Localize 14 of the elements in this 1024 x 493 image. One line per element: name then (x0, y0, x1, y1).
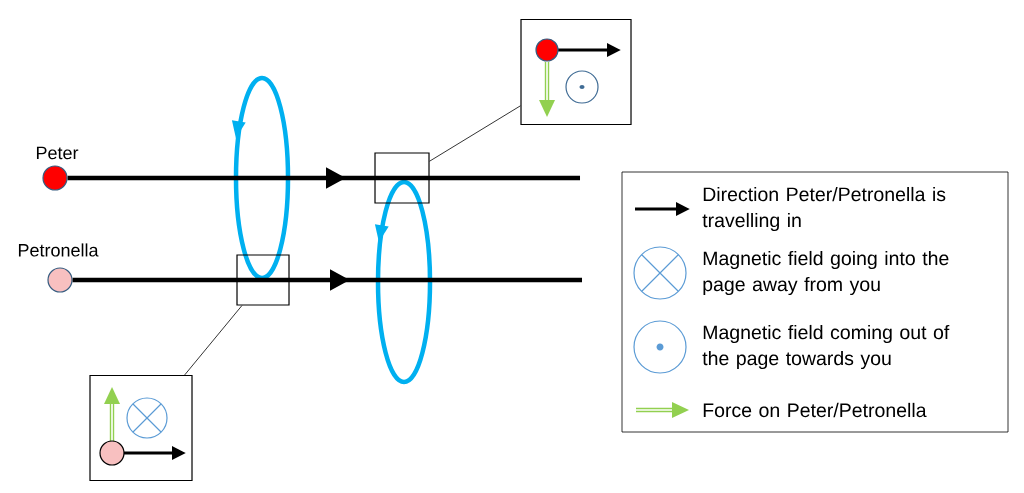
name-label: Petronella (18, 243, 99, 257)
leader-line (184, 305, 243, 376)
legend-text: Force on Peter/Petronella (703, 402, 927, 418)
person-dot (42, 165, 68, 191)
zoom-frame (374, 152, 430, 204)
legend-text: Direction Peter/Petronella is travelling in (702, 186, 946, 232)
legend-text: Magnetic field coming out of the page towards you (702, 324, 950, 370)
inset-frame (89, 374, 193, 482)
leader-line (429, 105, 521, 162)
name-label: Peter (36, 146, 79, 160)
legend-text: Magnetic field going into the page away from you (703, 250, 949, 296)
zoom-frame (236, 254, 290, 306)
inset-frame (520, 18, 632, 126)
person-dot (47, 267, 73, 293)
